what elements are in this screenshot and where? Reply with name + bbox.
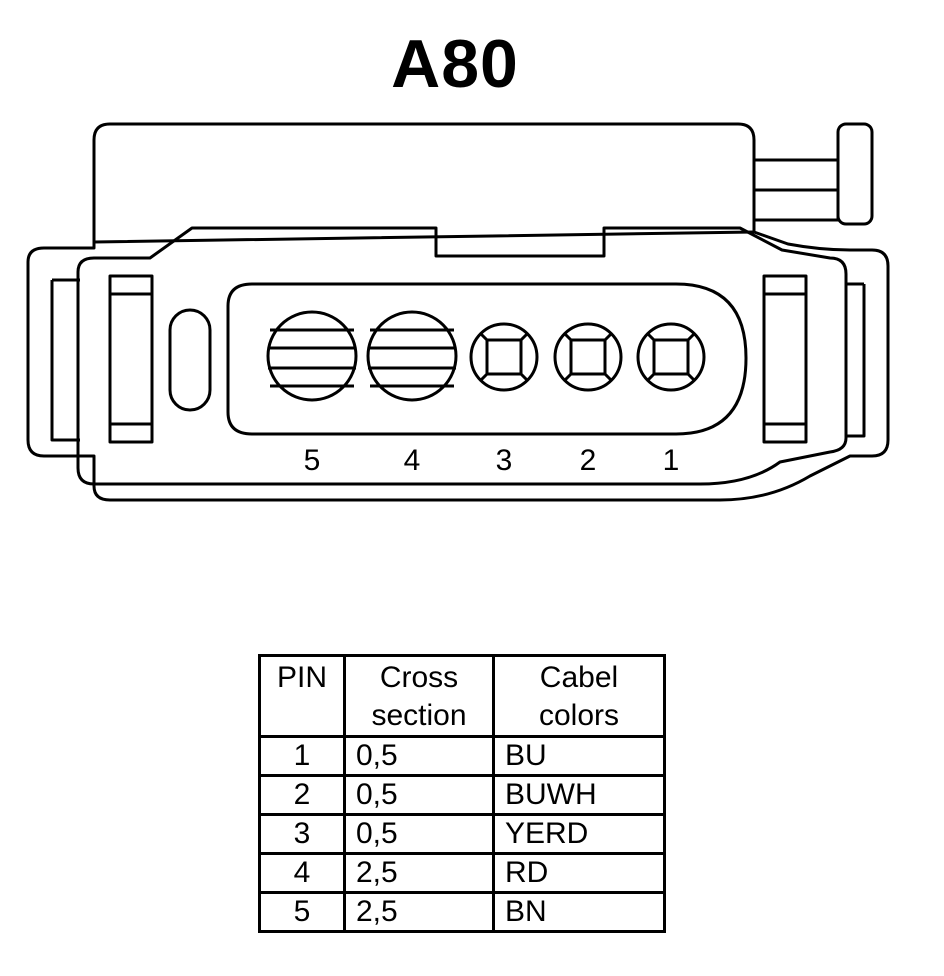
pin-label-3: 3 <box>496 444 513 477</box>
table-row: 2 0,5 BUWH <box>258 774 666 816</box>
connector-top-housing <box>92 122 756 242</box>
pin-1-cavity <box>636 322 706 392</box>
table-row: 1 0,5 BU <box>258 735 666 777</box>
cell-pin: 5 <box>258 891 346 933</box>
header-pin: PIN <box>258 654 346 738</box>
header-cross-section: Cross section <box>343 654 495 738</box>
pin-2-cavity <box>553 322 623 392</box>
table-row: 4 2,5 RD <box>258 852 666 894</box>
cell-cross-section: 2,5 <box>343 891 495 933</box>
cell-color: RD <box>492 852 666 894</box>
pin-assignment-table: PIN Cross section Cabel colors 1 0,5 BU … <box>258 654 666 933</box>
cell-cross-section: 0,5 <box>343 735 495 777</box>
cell-cross-section: 0,5 <box>343 774 495 816</box>
left-retention-bar <box>108 274 154 444</box>
cell-cross-section: 0,5 <box>343 813 495 855</box>
cell-pin: 4 <box>258 852 346 894</box>
cell-cross-section: 2,5 <box>343 852 495 894</box>
cell-pin: 3 <box>258 813 346 855</box>
cell-color: BU <box>492 735 666 777</box>
connector-diagram: 5 4 3 2 1 <box>26 122 890 502</box>
table-header-row: PIN Cross section Cabel colors <box>258 654 666 738</box>
cell-color: BUWH <box>492 774 666 816</box>
cell-pin: 2 <box>258 774 346 816</box>
connector-latch <box>836 122 874 226</box>
pin-label-4: 4 <box>404 444 421 477</box>
pin-cavity-area <box>226 282 748 436</box>
pin-5-cavity <box>266 310 358 402</box>
pin-4-cavity <box>366 310 458 402</box>
table-row: 5 2,5 BN <box>258 891 666 933</box>
cell-color: YERD <box>492 813 666 855</box>
right-retention-bar <box>762 274 808 444</box>
connector-inner-body <box>76 226 848 486</box>
cell-pin: 1 <box>258 735 346 777</box>
pin-label-2: 2 <box>580 444 597 477</box>
connector-title: A80 <box>391 26 519 102</box>
pin-label-1: 1 <box>663 444 680 477</box>
header-cable-colors: Cabel colors <box>492 654 666 738</box>
cell-color: BN <box>492 891 666 933</box>
pin-3-cavity <box>469 322 539 392</box>
coding-key-slot <box>168 308 212 412</box>
table-row: 3 0,5 YERD <box>258 813 666 855</box>
connector-outer-shell <box>26 230 890 502</box>
pin-label-5: 5 <box>304 444 321 477</box>
